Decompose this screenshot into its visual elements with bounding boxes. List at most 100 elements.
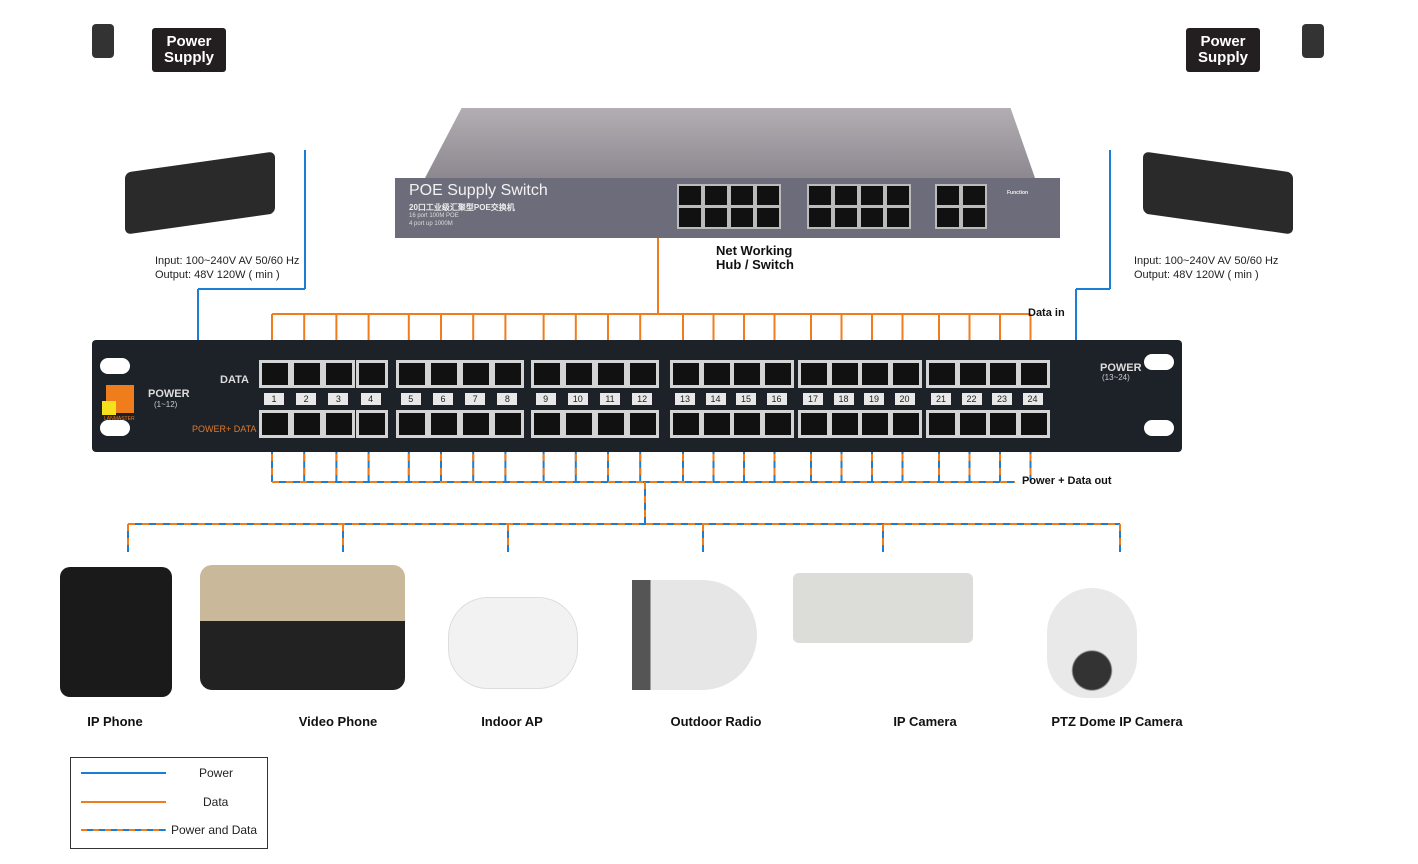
data-port[interactable] (355, 360, 388, 388)
caption-line: Net Working (716, 243, 793, 258)
port-number: 1 (264, 393, 284, 405)
power-data-port[interactable] (395, 410, 428, 438)
switch-port[interactable] (961, 184, 987, 207)
data-port[interactable] (530, 360, 563, 388)
data-port[interactable] (828, 360, 861, 388)
switch-port[interactable] (935, 206, 961, 229)
power-data-port[interactable] (428, 410, 460, 438)
power-data-port[interactable] (731, 410, 763, 438)
device-label: Video Phone (298, 714, 378, 729)
caption-line: Hub / Switch (716, 257, 794, 272)
power-data-port[interactable] (987, 410, 1019, 438)
input-spec: Input: 100~240V AV 50/60 Hz (155, 255, 300, 267)
data-port[interactable] (798, 360, 830, 388)
port-number: 20 (894, 393, 915, 405)
switch-subtitle: 20口工业级汇聚型POE交换机 (409, 203, 515, 212)
switch-port[interactable] (807, 206, 833, 229)
data-port[interactable] (889, 360, 922, 388)
data-port[interactable] (731, 360, 763, 388)
data-port[interactable] (670, 360, 702, 388)
power-data-port[interactable] (700, 410, 733, 438)
data-port[interactable] (987, 360, 1019, 388)
port-number: 8 (497, 393, 518, 405)
switch-port[interactable] (961, 206, 987, 229)
data-port[interactable] (323, 360, 356, 388)
switch-port[interactable] (833, 206, 859, 229)
switch-port[interactable] (729, 184, 755, 207)
function-label: Function (1007, 190, 1029, 196)
power-data-port[interactable] (1017, 410, 1050, 438)
power-data-port[interactable] (323, 410, 356, 438)
power-supply-tag-left: Power Supply (152, 28, 226, 72)
device-label: PTZ Dome IP Camera (1051, 714, 1183, 729)
port-number: 17 (803, 393, 823, 405)
power-data-port[interactable] (798, 410, 830, 438)
switch-port[interactable] (703, 184, 729, 207)
device-label: IP Camera (893, 714, 957, 729)
switch-port[interactable] (885, 184, 911, 207)
switch-port[interactable] (703, 206, 729, 229)
video-phone-image (200, 565, 405, 690)
power-data-port[interactable] (460, 410, 493, 438)
switch-front: POE Supply Switch 20口工业级汇聚型POE交换机 16 por… (395, 178, 1060, 238)
power-data-port[interactable] (259, 410, 291, 438)
port-number: 9 (535, 393, 556, 405)
power-data-port[interactable] (926, 410, 958, 438)
data-port[interactable] (700, 360, 733, 388)
data-port[interactable] (956, 360, 989, 388)
port-number: 19 (864, 393, 884, 405)
data-port[interactable] (259, 360, 291, 388)
switch-port[interactable] (859, 206, 885, 229)
switch-port[interactable] (755, 206, 781, 229)
power-data-port[interactable] (859, 410, 891, 438)
power-data-port[interactable] (889, 410, 922, 438)
port-number: 22 (961, 393, 982, 405)
power-data-port[interactable] (562, 410, 595, 438)
power-data-port[interactable] (492, 410, 525, 438)
switch-port[interactable] (677, 184, 703, 207)
power-data-port[interactable] (355, 410, 388, 438)
port-number: 15 (736, 393, 756, 405)
port-number: 24 (1022, 393, 1043, 405)
data-port[interactable] (562, 360, 595, 388)
port-number: 7 (465, 393, 486, 405)
data-port[interactable] (761, 360, 794, 388)
data-port[interactable] (1017, 360, 1050, 388)
port-number: 14 (705, 393, 726, 405)
power-data-port[interactable] (670, 410, 702, 438)
legend: Power Data Power and Data (70, 757, 268, 849)
switch-title: POE Supply Switch (409, 182, 548, 199)
switch-port[interactable] (885, 206, 911, 229)
power-data-port[interactable] (291, 410, 324, 438)
switch-port[interactable] (935, 184, 961, 207)
switch-port[interactable] (755, 184, 781, 207)
mount-hole (1144, 354, 1174, 370)
switch-port[interactable] (833, 184, 859, 207)
switch-port[interactable] (807, 184, 833, 207)
power-data-port[interactable] (828, 410, 861, 438)
data-port[interactable] (492, 360, 525, 388)
power-data-port[interactable] (627, 410, 660, 438)
legend-label: Power (199, 766, 234, 780)
power-data-port[interactable] (595, 410, 627, 438)
data-port[interactable] (926, 360, 958, 388)
data-port[interactable] (460, 360, 493, 388)
switch-port[interactable] (729, 206, 755, 229)
data-port[interactable] (291, 360, 324, 388)
power-data-port[interactable] (956, 410, 989, 438)
data-port[interactable] (595, 360, 627, 388)
power-data-port[interactable] (761, 410, 794, 438)
port-number: 23 (992, 393, 1012, 405)
plug-icon (92, 24, 114, 58)
switch-port[interactable] (859, 184, 885, 207)
port-number: 18 (833, 393, 854, 405)
port-number: 16 (766, 393, 787, 405)
power-data-port[interactable] (530, 410, 563, 438)
data-port[interactable] (859, 360, 891, 388)
data-port[interactable] (627, 360, 660, 388)
switch-port[interactable] (677, 206, 703, 229)
input-spec: Input: 100~240V AV 50/60 Hz (1134, 255, 1279, 267)
data-port[interactable] (428, 360, 460, 388)
data-port[interactable] (395, 360, 428, 388)
